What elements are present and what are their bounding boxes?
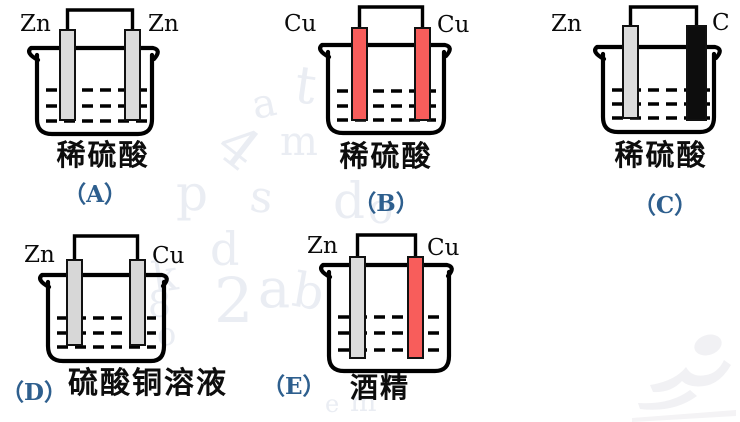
electrode-left — [349, 256, 366, 359]
beaker-body — [45, 279, 167, 364]
electrode-left — [351, 27, 368, 121]
beaker-rim — [318, 42, 452, 60]
solution-label: 硫酸铜溶液 — [68, 366, 228, 401]
watermark-letter: 4 — [204, 111, 273, 185]
wire — [72, 234, 140, 261]
cell-d: Zn Cu 硫酸铜溶液 （D） — [0, 225, 245, 422]
cell-e-apparatus — [319, 233, 454, 374]
cell-tag: （E） — [262, 373, 326, 400]
cell-a: Zn Zn 稀硫酸 （A） — [0, 0, 190, 222]
electrode-label-left: Cu — [284, 11, 317, 37]
beaker-body — [34, 52, 155, 137]
beaker-rim — [593, 44, 722, 62]
cell-c: Zn C 稀硫酸 （C） — [540, 0, 740, 222]
cell-b: Cu Cu 稀硫酸 （B） — [280, 0, 490, 222]
electrode-label-left: Zn — [20, 11, 51, 37]
cell-tag: （D） — [1, 379, 67, 406]
electrode-label-right: C — [712, 10, 730, 36]
wire — [65, 8, 135, 31]
electrode-label-right: Cu — [437, 12, 470, 38]
beaker-rim — [38, 272, 169, 290]
electrode-right — [686, 25, 707, 121]
cell-d-apparatus — [38, 234, 169, 364]
beaker-body — [325, 49, 447, 136]
beaker-rim — [27, 45, 160, 63]
wire — [355, 233, 418, 258]
wire — [628, 5, 699, 27]
electrode-label-right: Cu — [427, 235, 460, 261]
watermark-letter: s — [247, 170, 276, 225]
electrode-left — [622, 25, 639, 119]
electrode-left — [59, 29, 76, 121]
cell-e: Zn Cu 酒精 （E） — [255, 225, 465, 422]
cell-b-apparatus — [318, 5, 452, 136]
watermark-letter: a — [247, 79, 281, 129]
runner-logo-watermark — [632, 334, 736, 422]
electrode-label-right: Zn — [148, 11, 179, 37]
electrode-label-right: Cu — [152, 243, 185, 269]
cell-c-apparatus — [593, 5, 722, 135]
cell-tag: （A） — [63, 181, 127, 208]
solution-label: 稀硫酸 — [339, 139, 433, 173]
electrode-label-left: Zn — [551, 11, 582, 37]
electrode-left — [66, 259, 83, 346]
electrode-label-left: Zn — [24, 242, 55, 268]
electrode-right — [124, 29, 141, 121]
electrode-right — [129, 259, 146, 346]
electrode-right — [414, 27, 431, 121]
wire — [357, 5, 425, 29]
cell-a-apparatus — [27, 8, 160, 137]
beaker-rim — [319, 262, 454, 280]
beaker-body — [600, 51, 717, 135]
electrode-label-left: Zn — [307, 233, 338, 259]
electrode-right — [407, 256, 424, 359]
solution-label: 酒精 — [349, 371, 410, 404]
cell-tag: （B） — [353, 190, 419, 217]
beaker-body — [326, 269, 452, 374]
solution-label: 稀硫酸 — [56, 138, 150, 172]
cell-tag: （C） — [632, 192, 698, 219]
solution-label: 稀硫酸 — [614, 138, 708, 172]
